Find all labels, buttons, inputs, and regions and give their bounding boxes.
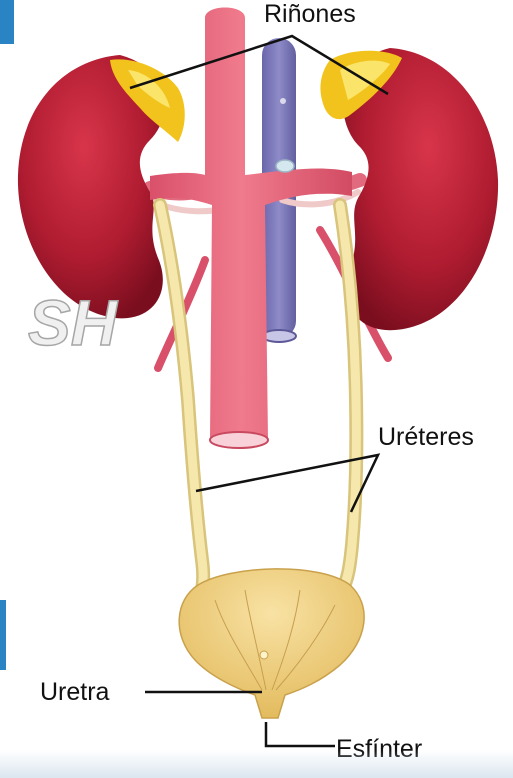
sphincter-leader-line — [266, 722, 335, 746]
bladder — [179, 569, 364, 718]
urethra-label: Uretra — [40, 680, 109, 705]
watermark-sh: SH — [28, 287, 119, 359]
kidneys-label: Riñones — [264, 2, 356, 27]
ureters-label: Uréteres — [378, 425, 474, 450]
bottom-shade — [0, 750, 513, 778]
